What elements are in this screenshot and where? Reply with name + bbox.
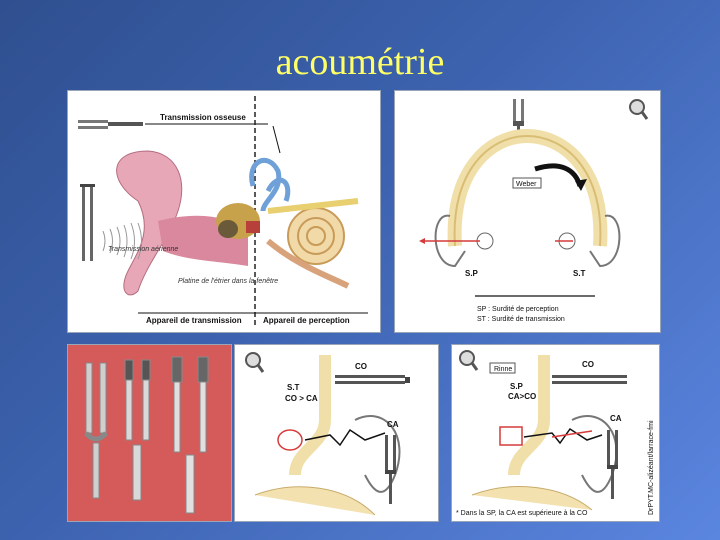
rinne-sensorineural-panel: Rinne CO S.P CA>CO CA * Dans la SP, la C… (451, 344, 660, 522)
label-air-conduction: Transmission aérienne (108, 246, 178, 253)
tuning-fork-icon (86, 363, 106, 498)
label-ca: CA (387, 420, 399, 429)
label-sp: S.P (510, 382, 524, 391)
magnifier-icon[interactable] (246, 353, 263, 372)
ear-diagram-panel: Transmission osseuse Transmission aérien… (67, 90, 381, 333)
weber-label-left: S.P (465, 269, 479, 278)
magnifier-icon[interactable] (460, 351, 477, 370)
label-co: CO (355, 362, 367, 371)
rinne-footnote: * Dans la SP, la CA est supérieure à la … (456, 510, 588, 517)
label-condition: CA>CO (508, 392, 536, 401)
label-transmission-apparatus: Appareil de transmission (146, 316, 242, 325)
tuning-fork-icon (335, 375, 410, 384)
tuning-fork-icon (78, 120, 143, 129)
tuning-fork-icon (172, 357, 208, 513)
label-condition: CO > CA (285, 394, 318, 403)
weber-badge: Weber (516, 181, 537, 188)
label-perception-apparatus: Appareil de perception (263, 316, 350, 325)
weber-test-panel: Weber S.P S.T SP : Surdité de perception… (394, 90, 661, 333)
tuning-fork-icon (125, 360, 150, 500)
magnifier-icon[interactable] (630, 100, 647, 119)
slide-title: acoumétrie (0, 40, 720, 84)
image-credit: DrPYT.MC-alizéant/larrace-fmi (648, 420, 655, 515)
label-ca: CA (610, 414, 622, 423)
tuning-fork-icon (80, 184, 95, 261)
tuning-fork-icon (385, 435, 396, 504)
weber-legend-st: ST : Surdité de transmission (477, 316, 565, 323)
tuning-fork-icon (552, 375, 627, 384)
weber-label-right: S.T (573, 269, 586, 278)
label-st: S.T (287, 383, 300, 392)
tuning-fork-icon (607, 430, 618, 499)
tuning-forks-photo (67, 344, 232, 522)
weber-legend-sp: SP : Surdité de perception (477, 306, 559, 313)
rinne-conductive-panel: CO S.T CO > CA CA (234, 344, 439, 522)
label-stapes-footplate: Platine de l'étrier dans la fenêtre (178, 278, 278, 285)
label-co: CO (582, 360, 594, 369)
label-bone-conduction: Transmission osseuse (160, 113, 246, 122)
rinne-badge: Rinne (494, 366, 512, 373)
